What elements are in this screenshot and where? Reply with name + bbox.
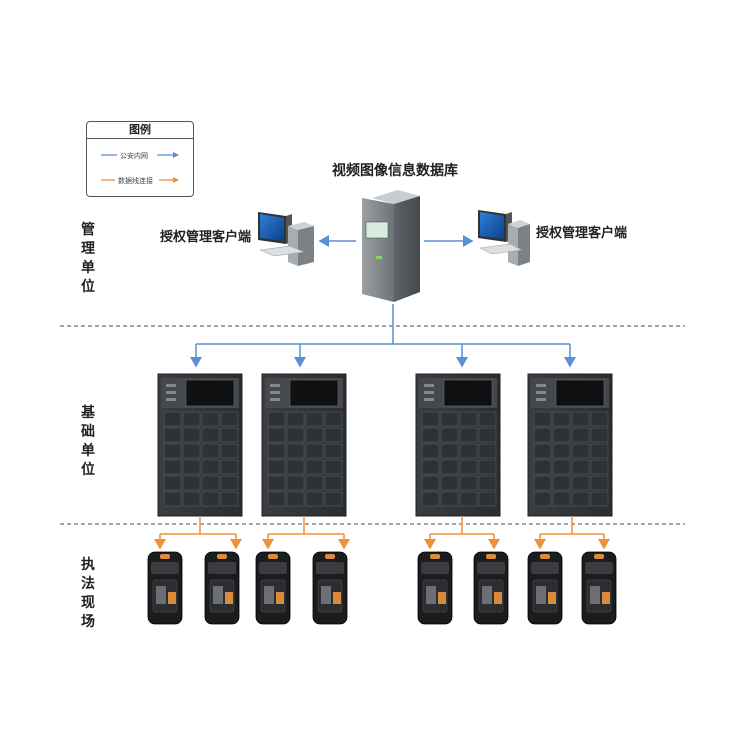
legend: 图例 公安内网 数据线连接 (86, 121, 194, 197)
body-camera-5 (417, 551, 453, 625)
cable-lines-2 (262, 516, 350, 550)
charging-cabinet-4 (527, 373, 613, 517)
cable-lines-1 (154, 516, 242, 550)
body-camera-8 (581, 551, 617, 625)
body-camera-2 (204, 551, 240, 625)
client-label-right: 授权管理客户端 (536, 226, 628, 241)
cable-lines-3 (424, 516, 500, 550)
zone-label-management: 管理单位 (81, 222, 95, 295)
body-camera-6 (473, 551, 509, 625)
client-label-left: 授权管理客户端 (160, 230, 252, 245)
charging-cabinet-2 (261, 373, 347, 517)
legend-lines (101, 152, 179, 183)
network-distribution-lines (190, 304, 576, 368)
server-label: 视频图像信息数据库 (332, 163, 458, 179)
computer-left-icon (258, 212, 314, 266)
legend-title: 图例 (87, 122, 193, 139)
body-camera-1 (147, 551, 183, 625)
zone-label-base: 基础单位 (81, 405, 95, 478)
charging-cabinet-3 (415, 373, 501, 517)
computer-right-icon (478, 210, 530, 266)
body-camera-4 (312, 551, 348, 625)
body-camera-3 (255, 551, 291, 625)
legend-item-cable: 数据线连接 (118, 177, 153, 185)
cable-lines-4 (534, 516, 610, 550)
legend-item-network: 公安内网 (120, 152, 148, 160)
body-camera-7 (527, 551, 563, 625)
zone-label-field: 执法现场 (81, 557, 95, 630)
charging-cabinet-1 (157, 373, 243, 517)
server-tower (362, 190, 420, 302)
